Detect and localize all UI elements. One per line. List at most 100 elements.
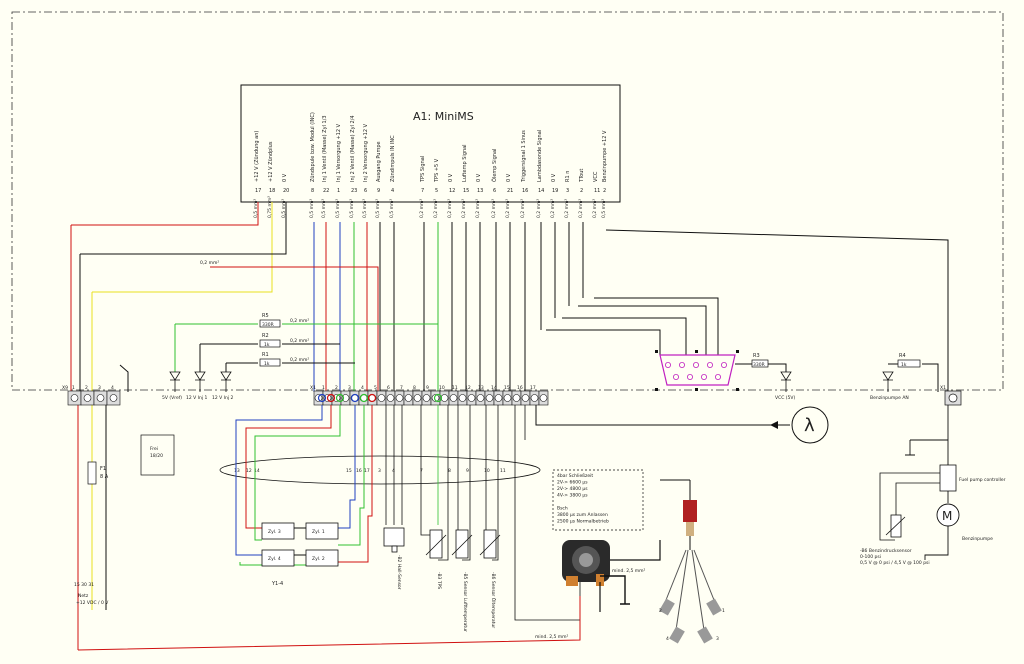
harness-pin-number: 13: [234, 468, 240, 474]
svg-text:3: 3: [716, 636, 719, 642]
svg-text:1k: 1k: [264, 361, 270, 367]
harness-pin-number: 8: [448, 468, 451, 474]
injector-group-label: Y1-4: [271, 581, 283, 587]
wire-gauge: 0,2 mm²: [536, 199, 542, 218]
svg-text:15 30 31: 15 30 31: [74, 582, 94, 588]
pin-label: +12 V Zündplus: [268, 141, 274, 182]
terminal-number: 15: [504, 385, 510, 391]
terminal-screw: [485, 394, 494, 402]
terminal-number: 16: [517, 385, 523, 391]
terminal-screw: [83, 394, 92, 402]
terminal-screw: [494, 394, 503, 402]
svg-text:R5: R5: [262, 313, 269, 319]
terminal-screw: [413, 394, 422, 402]
svg-text:5V (Vref): 5V (Vref): [162, 395, 182, 401]
terminal-number: 4: [111, 385, 114, 391]
note-line: 2500 µs Normalbetrieb: [557, 519, 609, 525]
subd-pin: [687, 373, 694, 380]
pin-label: Inj 2 Ventil (Masse) Zyl 2/4: [350, 115, 356, 182]
subd-pin: [721, 361, 728, 368]
svg-text:Netz: Netz: [78, 593, 89, 599]
pin-number: 2: [580, 188, 583, 194]
harness-pin-number: 15: [346, 468, 352, 474]
terminal-wire-mark: [335, 393, 345, 403]
terminal-screw: [386, 394, 395, 402]
svg-text:X1: X1: [940, 385, 946, 391]
gnd-label: mind. 2,5 mm²: [535, 634, 569, 640]
pin-label: VCC: [593, 171, 599, 182]
harness-pin-number: 12: [246, 468, 252, 474]
pin-number: 2: [603, 188, 606, 194]
pin-number: 5: [435, 188, 438, 194]
svg-text:8 A: 8 A: [100, 474, 109, 480]
svg-text:Benzinpumpe: Benzinpumpe: [962, 536, 993, 542]
wire-gauge: 0,5 mm²: [335, 199, 341, 218]
wire-gauge: 0,2 mm²: [520, 199, 526, 218]
fuse-f1: F1 8 A: [87, 461, 109, 485]
svg-text:VCC (5V): VCC (5V): [775, 395, 795, 401]
wire-gauge: 0,5 mm²: [281, 199, 287, 218]
pin-number: 22: [323, 188, 329, 194]
led-vcc: VCC (5V): [775, 371, 795, 401]
svg-text:R4: R4: [899, 353, 906, 359]
subd-connector: [655, 350, 739, 391]
svg-text:Frei: Frei: [150, 446, 158, 452]
terminal-number: 5: [374, 385, 377, 391]
pin-label: 0 V: [551, 173, 557, 182]
pin-label: Zündimpuls IN INC: [390, 135, 396, 182]
terminal-number: 11: [452, 385, 458, 391]
wire-gauge: 0,2 mm²: [578, 199, 584, 218]
pin-number: 3: [566, 188, 569, 194]
pin-label: TTout: [579, 169, 585, 183]
terminal-number: 12: [465, 385, 471, 391]
main-ground-wire: [77, 596, 581, 651]
harness-pin-number: 17: [364, 468, 370, 474]
pin-number: 21: [507, 188, 513, 194]
svg-text:-B5 Sensor Lufttemperatur: -B5 Sensor Lufttemperatur: [462, 572, 468, 632]
subd-pin: [715, 373, 722, 380]
terminal-number: 2: [85, 385, 88, 391]
wire-gauge: 0,2 mm²: [447, 199, 453, 218]
pin-number: 16: [522, 188, 528, 194]
pin-label: Zündspule bzw. Modul (INC): [310, 112, 316, 182]
injector-wiring: [235, 405, 373, 566]
terminal-x1b: X1: [940, 385, 962, 406]
module-wires: [313, 222, 584, 392]
supply-label: 15 30 31 Netz +12 VDC / 0 V: [74, 582, 109, 606]
terminal-number: 2: [335, 385, 338, 391]
terminal-screw: [476, 394, 485, 402]
pin-label: R1 n: [565, 171, 571, 182]
resistor-r5: R5 330R: [259, 313, 281, 328]
wire-label: 0,2 mm²: [290, 318, 309, 324]
note-line: 2V-> 6600 µs: [557, 480, 588, 486]
wire-gauge: 0,5 mm²: [375, 199, 381, 218]
ignition-coil-image: [660, 479, 715, 631]
subd-pin: [673, 373, 680, 380]
wire-label: 0,2 mm²: [290, 338, 309, 344]
hall-sensor: -B2 Hall-Sensor: [383, 527, 405, 590]
wire-gauge: 0,5 mm²: [309, 199, 315, 218]
pin-label: +12 V (Zündung an): [254, 131, 260, 182]
svg-text:Benzinpumpe AN: Benzinpumpe AN: [870, 395, 909, 401]
svg-text:4: 4: [666, 636, 669, 642]
terminal-wire-mark: [326, 393, 336, 403]
pin-number: 1: [337, 188, 340, 194]
led-ground-line: [174, 380, 889, 392]
svg-text:λ: λ: [804, 415, 815, 436]
terminal-screw: [467, 394, 476, 402]
pin-label: 0 V: [448, 173, 454, 182]
injector-z4: [261, 549, 295, 567]
pin-number: 14: [538, 188, 544, 194]
svg-text:-B6 Benzindrucksensor: -B6 Benzindrucksensor: [860, 548, 912, 554]
pin-number: 8: [311, 188, 314, 194]
terminal-screw: [521, 394, 530, 402]
wire-gauge: 0,5 mm²: [349, 199, 355, 218]
svg-text:R3: R3: [753, 353, 760, 359]
subd-pin: [701, 373, 708, 380]
pin-number: 19: [552, 188, 558, 194]
pin-label: Triggersignal 1 Sinus: [521, 130, 527, 183]
pin-label: TPS +5 V: [434, 158, 440, 183]
